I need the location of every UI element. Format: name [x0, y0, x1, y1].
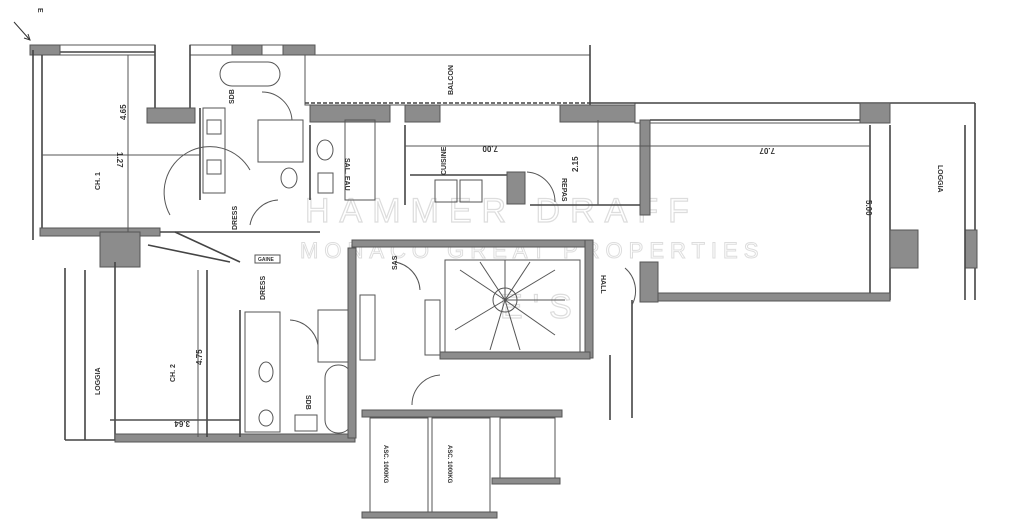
dim-living-length: 7.07 [759, 146, 775, 155]
room-label-balcon: BALCON [448, 65, 455, 95]
watermark-line-3: E'S [500, 288, 582, 326]
room-label-cuisine: CUISINE [441, 146, 448, 175]
dim-ch1-length: 4.65 [119, 104, 128, 120]
orientation-label: E [36, 8, 43, 13]
room-label-gaine: GAINE [258, 257, 275, 263]
room-label-repas: REPAS [560, 178, 567, 202]
room-label-dress-2: DRESS [260, 276, 267, 300]
room-label-sas: SAS [392, 255, 399, 270]
dim-ch1-small: 1.27 [115, 152, 124, 168]
room-label-loggia-1: LOGGIA [936, 165, 943, 193]
room-label-asc-1: ASC. 1000KG [382, 445, 388, 484]
north-arrow: E [13, 8, 43, 41]
room-label-dress-1: DRESS [232, 206, 239, 230]
dim-ch2-length: 4.75 [195, 349, 204, 365]
room-label-sdb-2: SDB [304, 395, 311, 410]
walls [29, 44, 978, 519]
room-label-sdb-1: SDB [229, 89, 236, 104]
dim-living-width: 5.00 [864, 200, 873, 216]
dimension-lines [42, 55, 870, 437]
room-label-sal-eau: SAL. EAU [343, 158, 350, 191]
room-labels: CH. 1 4.65 1.27 SDB SAL. EAU DRESS GAINE… [95, 65, 943, 484]
room-label-ch2: CH. 2 [170, 364, 177, 382]
room-label-asc-2: ASC. 1000KG [446, 445, 452, 484]
room-label-hall: HALL [599, 275, 606, 294]
watermark: HAMMER DRAFF MONACO GREAT PROPERTIES E'S [300, 191, 759, 326]
room-label-ch1: CH. 1 [95, 172, 102, 190]
watermark-line-1: HAMMER DRAFF [305, 192, 699, 230]
dim-ch2-width: 3.64 [174, 419, 190, 428]
dim-kitchen-length: 7.00 [482, 144, 498, 153]
dim-repas-width: 2.15 [571, 156, 580, 172]
room-label-loggia-2: LOGGIA [95, 367, 102, 395]
